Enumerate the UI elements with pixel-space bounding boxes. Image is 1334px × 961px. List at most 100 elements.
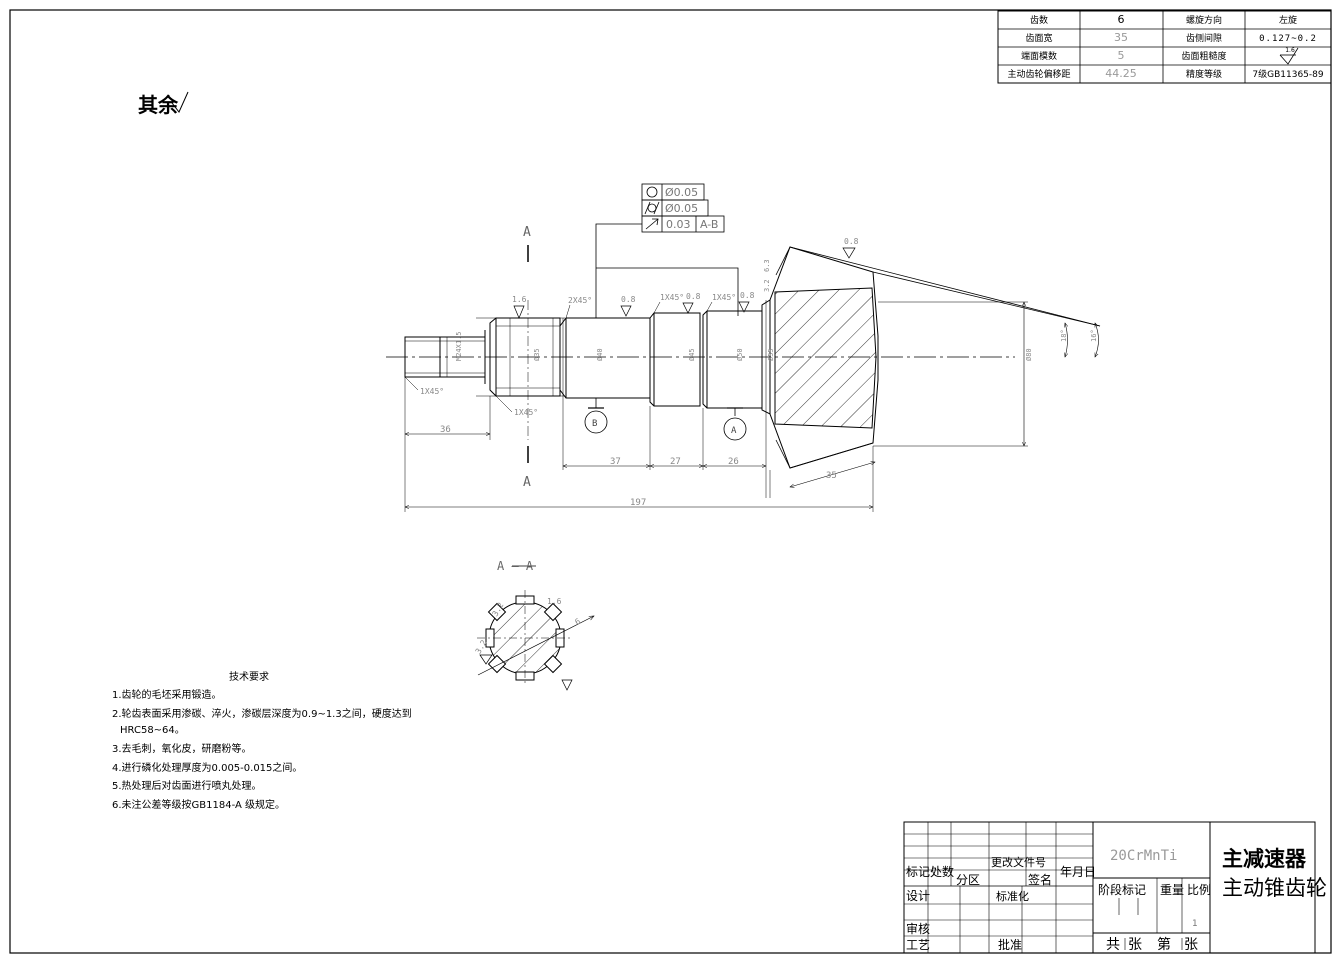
dim-seg3: 26: [728, 457, 739, 467]
roughness-1: 0.8: [621, 295, 636, 304]
angle-0: 18°: [1060, 329, 1068, 342]
weight-label: 重量: [1160, 883, 1184, 897]
param-label-3: 主动齿轮偏移距: [1007, 68, 1070, 80]
tech-item-1: 2.轮齿表面采用渗碳、淬火，渗碳层深度为0.9~1.3之间，硬度达到: [112, 707, 412, 720]
roughness-6: 6.3: [763, 259, 771, 272]
section-cut-bottom: A: [523, 475, 531, 490]
diameter-step2: Ø45: [688, 348, 696, 361]
roughness-3: 0.8: [740, 291, 755, 300]
param-label2-3: 精度等级: [1186, 68, 1222, 80]
tech-requirements: 技术要求 1.齿轮的毛坯采用锻造。 2.轮齿表面采用渗碳、淬火，渗碳层深度为0.…: [112, 670, 412, 811]
dim-seg1: 37: [610, 457, 621, 467]
chamfer-2: 2X45°: [568, 296, 592, 305]
param-value2-3: 7级GB11365-89: [1252, 68, 1323, 80]
param-label2-0: 螺旋方向: [1186, 14, 1222, 26]
dim-seg2: 27: [670, 457, 681, 467]
chamfer-0: 1X45°: [420, 387, 444, 396]
hdr-change-doc: 更改文件号: [991, 855, 1046, 869]
drawing-title-2: 主动锥齿轮: [1222, 876, 1327, 900]
diameter-thread: M24X1.5: [455, 331, 463, 361]
role-process: 工艺: [906, 938, 930, 952]
hdr-zone: 分区: [956, 873, 980, 887]
param-value2-0: 左旋: [1279, 14, 1297, 26]
sheets-unit: 张: [1128, 937, 1142, 953]
hdr-mark: 标记: [906, 865, 930, 879]
datum-a: A: [731, 426, 737, 436]
tol-value-0: Ø0.05: [665, 186, 698, 199]
material-label: 20CrMnTi: [1110, 848, 1177, 864]
remaining-text: 其余: [138, 93, 179, 117]
tech-item-2: HRC58~64。: [120, 725, 185, 736]
runout-arrow-icon: [645, 218, 659, 230]
sheets-total: 共: [1106, 937, 1120, 953]
param-value-0: 6: [1118, 13, 1125, 26]
tol-value-1: Ø0.05: [665, 202, 698, 215]
tolerance-frames: Ø0.05 Ø0.05 0.03 A-B: [595, 183, 739, 318]
tech-item-3: 3.去毛刺，氧化皮，研磨粉等。: [112, 742, 252, 755]
sheet-no: 第: [1157, 936, 1171, 953]
chamfer-1: 1X45°: [514, 408, 538, 417]
circularity-icon: [646, 186, 658, 198]
tech-item-6: 6.未注公差等级按GB1184-A 级规定。: [112, 798, 285, 811]
param-label-1: 齿面宽: [1025, 32, 1052, 44]
gear-hatch: [774, 287, 877, 429]
sheet-border: [9, 9, 1332, 954]
spline-width: 6: [573, 617, 582, 627]
title-block: [903, 821, 1316, 954]
tol-datum-2: A-B: [700, 218, 718, 231]
tech-item-5: 5.热处理后对齿面进行喷丸处理。: [112, 779, 262, 792]
hdr-date: 年月日: [1060, 865, 1096, 879]
roughness-2: 0.8: [686, 292, 701, 301]
hdr-count: 处数: [930, 864, 954, 879]
param-value-3: 44.25: [1105, 67, 1137, 80]
cylindricity-icon: [644, 201, 660, 215]
diameter-shoulder: Ø55: [767, 348, 775, 361]
roughness-symbol-icon: 1.6: [1279, 47, 1299, 65]
param-label-0: 齿数: [1030, 14, 1048, 26]
diameter-journal: Ø40: [596, 348, 604, 361]
section-view-title: A — A: [497, 559, 534, 573]
dim-face-width: 35: [826, 471, 837, 481]
dim-thread-length: 36: [440, 425, 451, 435]
roughness-check-icon: [171, 91, 189, 113]
tech-item-0: 1.齿轮的毛坯采用锻造。: [112, 688, 222, 701]
role-approve: 批准: [998, 937, 1022, 952]
param-label2-2: 齿面粗糙度: [1181, 50, 1226, 62]
spline-rough-1: 1.6: [547, 597, 562, 606]
role-review: 审核: [906, 921, 930, 936]
section-cut-top: A: [523, 225, 531, 240]
role-design: 设计: [906, 889, 930, 903]
diameter-gear: Ø80: [1025, 348, 1033, 361]
title-block-text: 20CrMnTi 主减速器 主动锥齿轮 标记 处数 分区 更改文件号 签名 年月…: [906, 847, 1327, 953]
diameter-step3: Ø50: [736, 348, 744, 361]
param-value2-1: 0.127~0.2: [1259, 34, 1317, 44]
param-label-2: 端面模数: [1021, 50, 1057, 62]
sheet-unit2: 张: [1184, 937, 1198, 953]
scale-value: 1: [1192, 919, 1198, 929]
roughness-5: 3.2: [763, 279, 771, 292]
section-a-a: [477, 565, 594, 691]
hdr-sign: 签名: [1028, 872, 1052, 887]
diameter-spline: Ø35: [533, 348, 541, 361]
param-value-1: 35: [1114, 31, 1128, 44]
remaining-roughness-note: 其余: [138, 91, 189, 117]
dim-total-length: 197: [630, 498, 646, 508]
tech-item-4: 4.进行磷化处理厚度为0.005-0.015之间。: [112, 761, 302, 774]
roughness-0: 1.6: [512, 295, 527, 304]
scale-label: 比例: [1187, 883, 1211, 897]
drawing-title-1: 主减速器: [1222, 847, 1307, 871]
main-view: [386, 245, 1101, 512]
main-view-labels: A A B A 36 37 27 26 197 35 1X45° 1X45° 2…: [420, 225, 1098, 508]
angle-1: 16°: [1090, 329, 1098, 342]
param-value2-2: 1.6: [1285, 47, 1295, 54]
gear-parameter-table: 齿数 6 螺旋方向 左旋 齿面宽 35 齿侧间隙 0.127~0.2 端面模数 …: [997, 10, 1332, 84]
datum-b: B: [592, 419, 597, 429]
tech-title: 技术要求: [229, 670, 269, 683]
chamfer-4: 1X45°: [712, 293, 736, 302]
param-label2-1: 齿侧间隙: [1186, 32, 1222, 44]
role-standardize: 标准化: [996, 889, 1029, 903]
tol-value-2: 0.03: [666, 218, 691, 231]
stage-label: 阶段标记: [1098, 882, 1146, 897]
roughness-4: 0.8: [844, 237, 859, 246]
